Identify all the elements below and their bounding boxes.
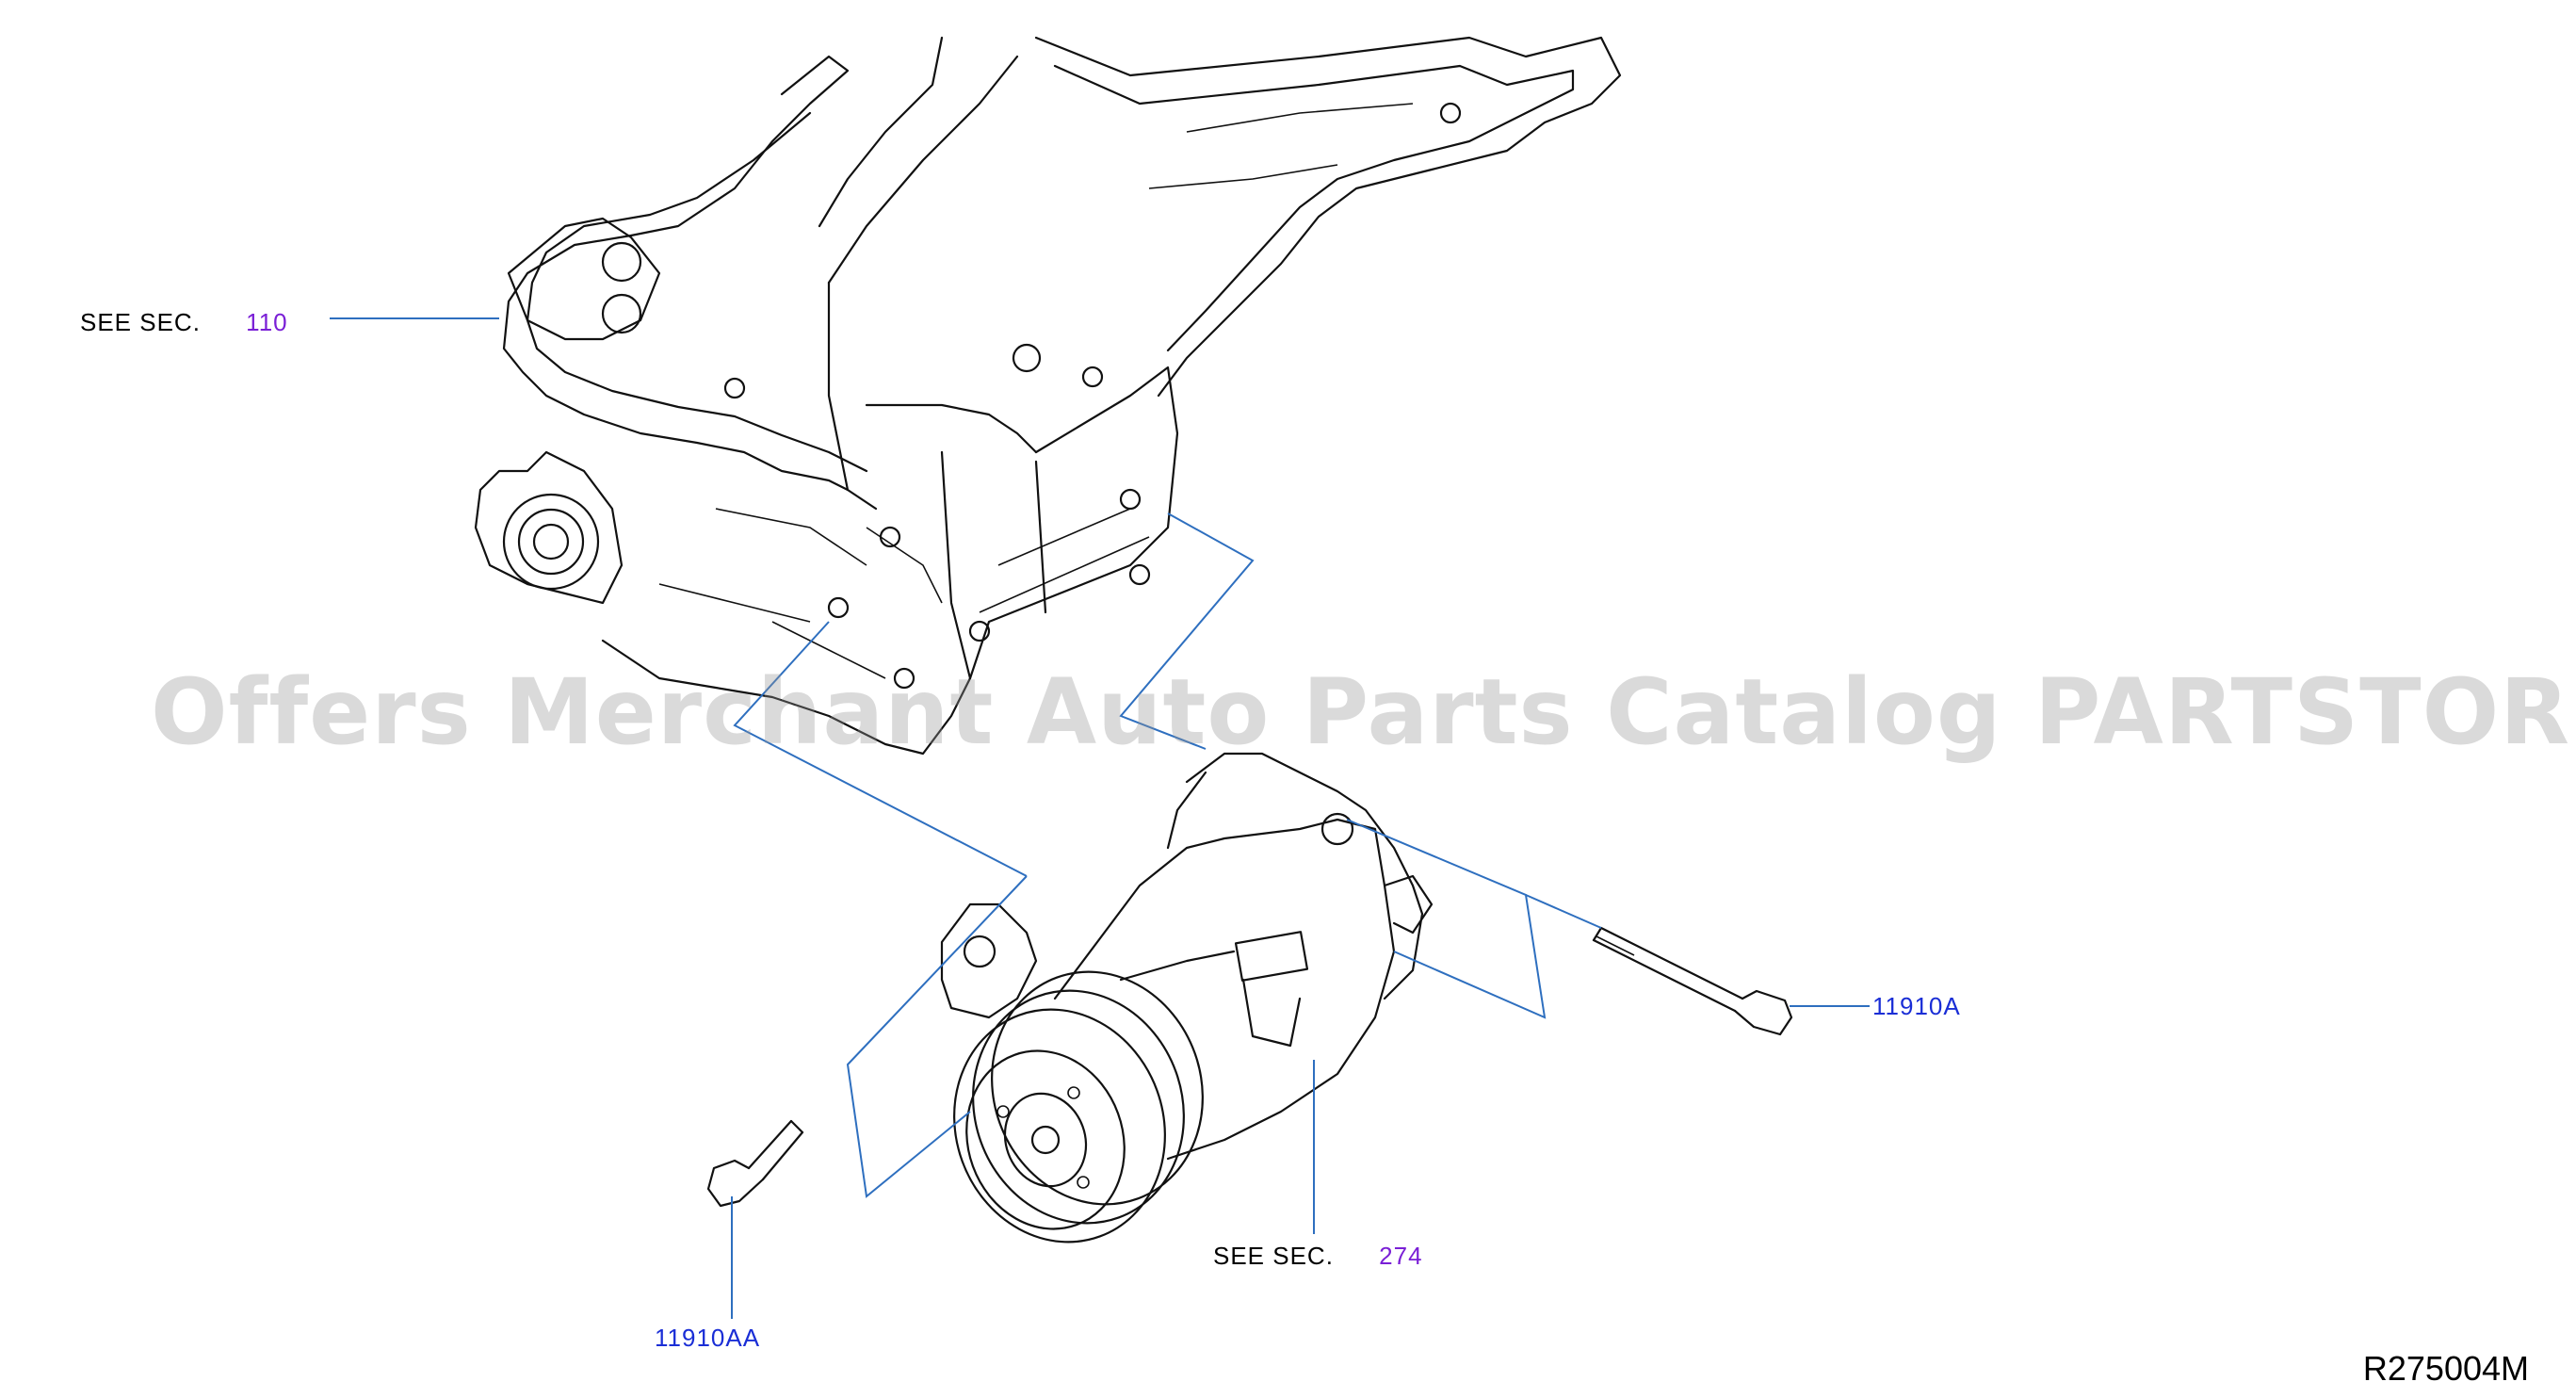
engine-block-illustration xyxy=(474,36,1622,756)
diagram-code: R275004M xyxy=(2362,1349,2529,1388)
short-bolt-illustration xyxy=(706,1119,804,1208)
see-sec-prefix: SEE SEC. xyxy=(1213,1242,1334,1270)
part-number-11910a[interactable]: 11910A xyxy=(1872,992,1961,1020)
ac-compressor-illustration xyxy=(940,752,1434,1244)
watermark-text: Offers Merchant Auto Parts Catalog PARTS… xyxy=(151,659,2576,765)
see-sec-prefix: SEE SEC. xyxy=(80,308,201,336)
long-bolt-illustration xyxy=(1592,926,1793,1036)
section-ref-274[interactable]: 274 xyxy=(1379,1242,1423,1270)
section-ref-110[interactable]: 110 xyxy=(246,308,288,336)
see-sec-110-label: SEE SEC. 110 xyxy=(80,308,288,337)
part-number-11910aa[interactable]: 11910AA xyxy=(655,1324,761,1352)
see-sec-274-label: SEE SEC. 274 xyxy=(1213,1242,1423,1271)
leader-lines xyxy=(330,317,1870,1319)
